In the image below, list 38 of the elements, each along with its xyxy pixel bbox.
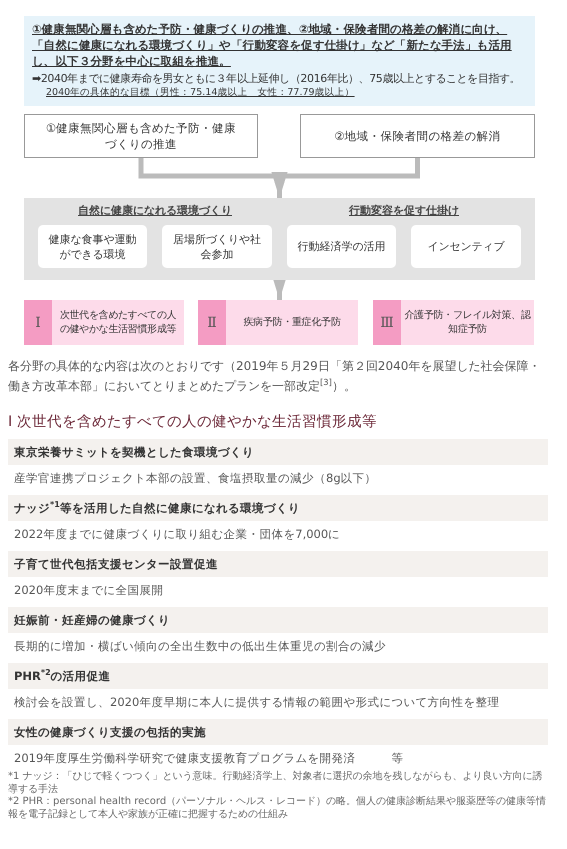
measure-card: インセンティブ (411, 225, 521, 268)
group-heading: 自然に健康になれる環境づくり (77, 203, 233, 218)
process-box: ②地域・保険者間の格差の解消 (300, 114, 535, 158)
field-box (24, 300, 184, 345)
goal-text: ➡2040年までに健康寿命を男女ともに３年以上延伸し（2016年比）、75歳以上とすることを目指す。 (32, 71, 522, 87)
item-description: 長期的に増加・横ばい傾向の全出生数中の低出生体重児の割合の減少 (13, 638, 387, 655)
summary-panel (24, 16, 535, 106)
field-box (373, 300, 534, 345)
field-text: 次世代を含めたすべての人の健やかな生活習慣形成等 (58, 308, 178, 336)
item-heading: 妊娠前・妊産婦の健康づくり (8, 607, 548, 633)
item-heading: ナッジ$^{*1}$等を活用した自然に健康になれる環境づくり (8, 495, 548, 521)
field-text: 介護予防・フレイル対策、認知症予防 (403, 308, 532, 336)
item-description: 2020年度末までに全国展開 (13, 582, 164, 599)
roman-numeral: Ⅲ (373, 300, 401, 345)
roman-numeral: Ⅰ (24, 300, 52, 345)
item-description: 2019年度厚生労働科学研究で健康支援教育プログラムを開発済 等 (13, 750, 404, 767)
item-heading: PHR$^{*2}$の活用促進 (8, 663, 548, 689)
approach-band (24, 198, 535, 280)
summary-text: ①健康無関心層も含めた予防・健康づくりの推進、②地域・保険者間の格差の解消に向け、「自然に健康になれる環境づくり」や「行動変容を促す仕掛け」など「新たな手法」も活用し、以下３分野を中心に取組を推進。 (32, 21, 513, 69)
item-heading: 東京栄養サミットを契機とした食環境づくり (8, 439, 548, 465)
measure-card: 行動経済学の活用 (287, 225, 396, 268)
process-box: ①健康無関心層も含めた予防・健康づくりの推進 (24, 114, 258, 158)
item-description: 2022年度までに健康づくりに取り組む企業・団体を7,000に (13, 526, 342, 543)
footnote: *1 ナッジ：「ひじで軽くつつく」という意味。行動経済学上、対象者に選択の余地を残しながらも、より良い方向に誘導する手法 (8, 771, 544, 796)
group-heading: 行動変容を促す仕掛け (348, 203, 460, 218)
intro-paragraph: 各分野の具体的な内容は次のとおりです（2019年５月29日「第２回2040年を展望した社会保障・働き方改革本部」においてとりまとめたプランを一部改定$^{[3]}$）。 (8, 358, 542, 395)
target-note: 2040年の具体的な目標（男性：75.14歳以上 女性：77.79歳以上） (46, 87, 356, 99)
item-description: 検討会を設置し、2020年度早期に本人に提供する情報の範囲や形式について方向性を整理 (13, 694, 500, 711)
measure-card: 居場所づくりや社会参加 (162, 225, 272, 268)
section-heading: Ⅰ 次世代を含めたすべての人の健やかな生活習慣形成等 (8, 413, 378, 431)
field-box (198, 300, 358, 345)
item-heading: 女性の健康づくり支援の包括的実施 (8, 719, 548, 745)
footnote: *2 PHR：personal health record（パーソナル・ヘルス・レコード）の略。個人の健康診断結果や服薬歴等の健康等情報を電子記録として本人や家族が正確に把握するための仕組み (8, 796, 548, 821)
item-description: 産学官連携プロジェクト本部の設置、食塩摂取量の減少（8g以下） (13, 470, 378, 487)
item-heading: 子育て世代包括支援センター設置促進 (8, 551, 548, 577)
measure-card: 健康な食事や運動ができる環境 (38, 225, 147, 268)
field-text: 疾病予防・重症化予防 (242, 316, 342, 330)
roman-numeral: Ⅱ (198, 300, 226, 345)
